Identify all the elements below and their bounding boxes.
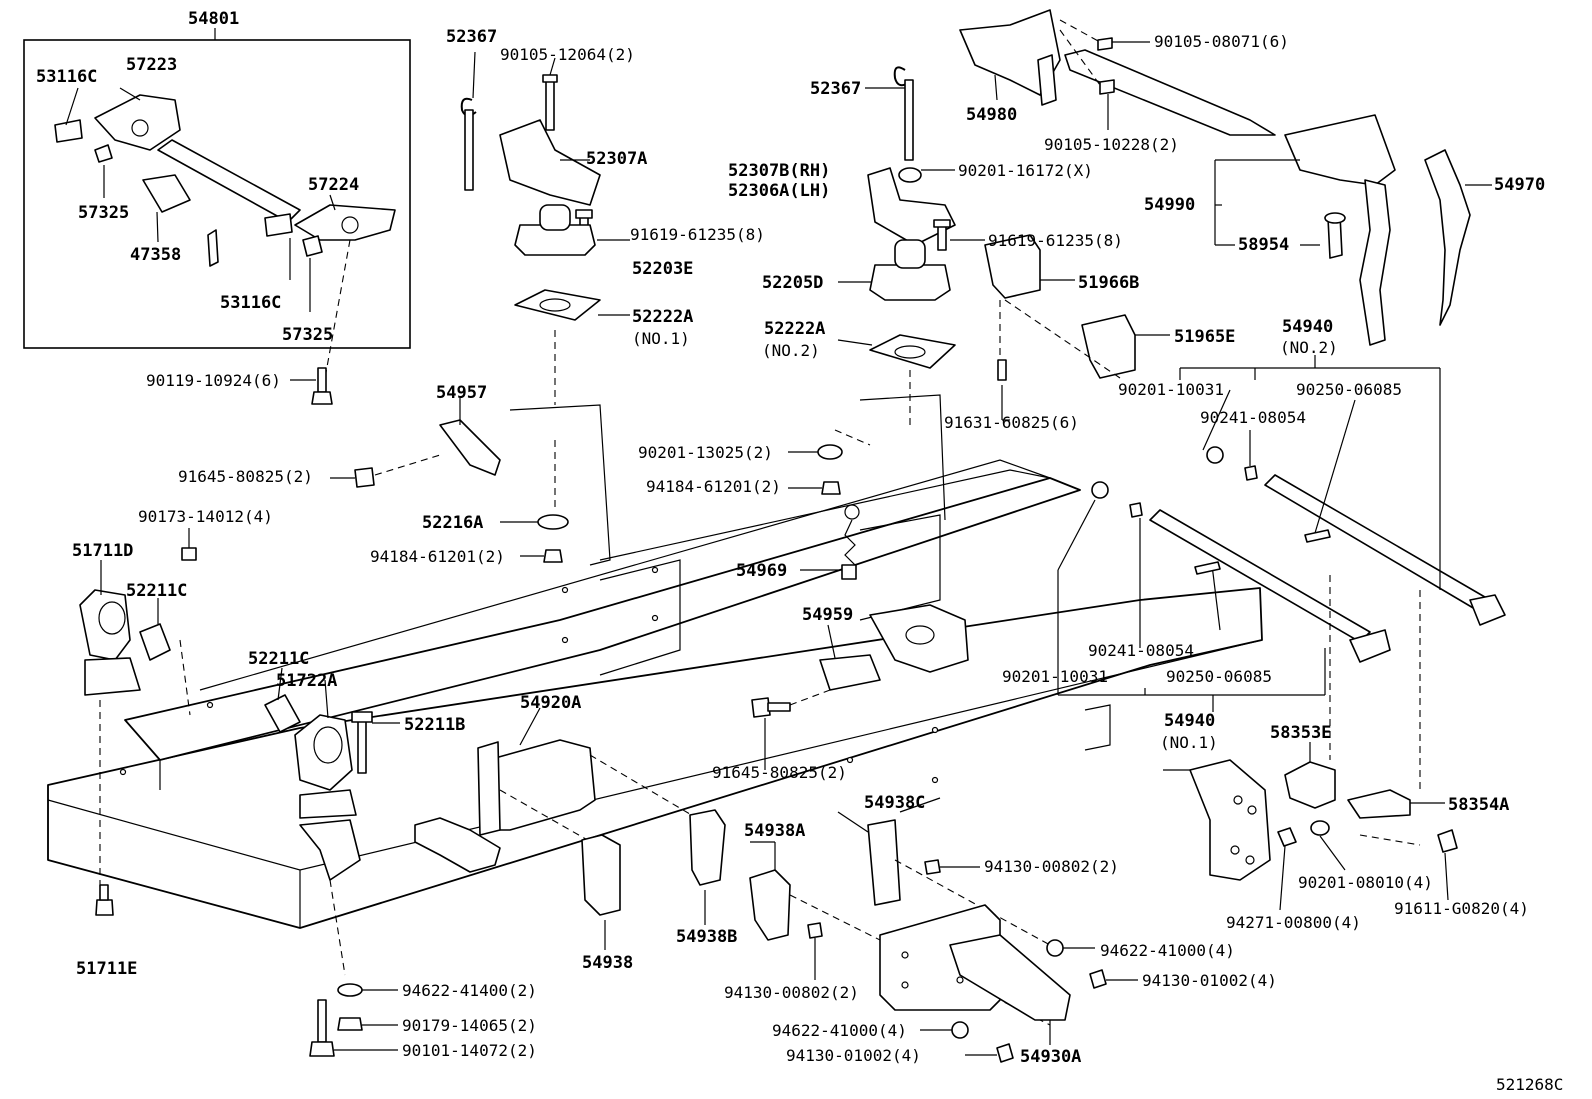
label-90201-13025: 90201-13025(2) [638, 443, 773, 462]
label-94622-41400: 94622-41400(2) [402, 981, 537, 1000]
brackets-54980-54990 [959, 9, 1492, 346]
mount-stack-right [788, 66, 985, 495]
label-52222A-a-sub: (NO.1) [632, 329, 690, 348]
brackets-5196x [984, 234, 1170, 421]
label-54970: 54970 [1494, 175, 1545, 195]
plate-54930A [879, 904, 1138, 1063]
label-90105-10228: 90105-10228(2) [1044, 135, 1179, 154]
label-52367-b: 52367 [810, 79, 861, 99]
label-52216A: 52216A [422, 513, 483, 533]
label-52222A-b-sub: (NO.2) [762, 341, 820, 360]
label-91631: 91631-60825(6) [944, 413, 1079, 432]
bolt-stack-front [95, 884, 398, 1057]
label-51711E: 51711E [76, 959, 137, 979]
brackets-54938 [581, 797, 1051, 1026]
label-54801: 54801 [188, 9, 239, 29]
label-57223: 57223 [126, 55, 177, 75]
label-47358: 47358 [130, 245, 181, 265]
label-54980: 54980 [966, 105, 1017, 125]
label-52203E: 52203E [632, 259, 693, 279]
label-52307A: 52307A [586, 149, 647, 169]
label-51966B: 51966B [1078, 273, 1139, 293]
label-94622-41000-b: 94622-41000(4) [772, 1021, 907, 1040]
label-90250-06085-b: 90250-06085 [1166, 667, 1272, 686]
label-54990: 54990 [1144, 195, 1195, 215]
label-90105-12064: 90105-12064(2) [500, 45, 635, 64]
hanger-54940-no1 [1163, 759, 1271, 881]
label-90201-16172: 90201-16172(X) [958, 161, 1093, 180]
label-54938A: 54938A [744, 821, 805, 841]
label-521268C: 521268C [1496, 1075, 1563, 1094]
label-57224: 57224 [308, 175, 359, 195]
label-94271: 94271-00800(4) [1226, 913, 1361, 932]
label-94184-b: 94184-61201(2) [646, 477, 781, 496]
label-94622-41000-a: 94622-41000(4) [1100, 941, 1235, 960]
bars-54940 [1057, 355, 1506, 790]
mount-51711D [79, 528, 197, 900]
label-52306A: 52306A(LH) [728, 181, 830, 201]
label-90119: 90119-10924(6) [146, 371, 281, 390]
label-54938: 54938 [582, 953, 633, 973]
label-94130-01002-b: 94130-01002(4) [786, 1046, 921, 1065]
label-90201-10031-a: 90201-10031 [1118, 380, 1224, 399]
label-58954: 58954 [1238, 235, 1289, 255]
label-91645-b: 91645-80825(2) [712, 763, 847, 782]
label-52211C-a: 52211C [126, 581, 187, 601]
callout-labels: 54801 53116C 57223 57325 47358 57224 531… [36, 9, 1563, 1094]
label-52222A-a: 52222A [632, 307, 693, 327]
bracket-54959 [751, 504, 969, 770]
label-54969: 54969 [736, 561, 787, 581]
label-54957: 54957 [436, 383, 487, 403]
label-51965E: 51965E [1174, 327, 1235, 347]
label-51711D: 51711D [72, 541, 133, 561]
label-94130-00802-a: 94130-00802(2) [984, 857, 1119, 876]
label-90105-08071: 90105-08071(6) [1154, 32, 1289, 51]
mount-51722A [264, 667, 400, 976]
label-94130-00802-b: 94130-00802(2) [724, 983, 859, 1002]
label-51722A: 51722A [276, 671, 337, 691]
label-58354A: 58354A [1448, 795, 1509, 815]
assembly-54801 [23, 28, 411, 379]
label-54940-bot-sub: (NO.1) [1160, 733, 1218, 752]
label-57325-b: 57325 [282, 325, 333, 345]
label-53116C-b: 53116C [220, 293, 281, 313]
label-52222A-b: 52222A [764, 319, 825, 339]
label-57325-a: 57325 [78, 203, 129, 223]
plate-54920A [414, 707, 701, 873]
label-58353E: 58353E [1270, 723, 1331, 743]
label-54930A: 54930A [1020, 1047, 1081, 1067]
label-90250-06085-a: 90250-06085 [1296, 380, 1402, 399]
label-52205D: 52205D [762, 273, 823, 293]
label-90101: 90101-14072(2) [402, 1041, 537, 1060]
label-54940-bot: 54940 [1164, 711, 1215, 731]
label-90201-08010: 90201-08010(4) [1298, 873, 1433, 892]
label-91611: 91611-G0820(4) [1394, 899, 1529, 918]
label-90201-10031-b: 90201-10031 [1002, 667, 1108, 686]
label-91619-b: 91619-61235(8) [988, 231, 1123, 250]
label-94184-a: 94184-61201(2) [370, 547, 505, 566]
label-54940-top-sub: (NO.2) [1280, 338, 1338, 357]
label-91645-a: 91645-80825(2) [178, 467, 313, 486]
label-54938C: 54938C [864, 793, 925, 813]
mount-stack-left [330, 51, 630, 563]
label-54920A: 54920A [520, 693, 581, 713]
label-52211C-b: 52211C [248, 649, 309, 669]
bolt-90119-icon [290, 367, 333, 405]
label-54938B: 54938B [676, 927, 737, 947]
label-52367-a: 52367 [446, 27, 497, 47]
label-90241-08054-a: 90241-08054 [1200, 408, 1306, 427]
brackets-5835x [1277, 742, 1458, 911]
label-54959: 54959 [802, 605, 853, 625]
label-90241-08054-b: 90241-08054 [1088, 641, 1194, 660]
label-52307B: 52307B(RH) [728, 161, 830, 181]
label-90173: 90173-14012(4) [138, 507, 273, 526]
label-54940-top: 54940 [1282, 317, 1333, 337]
label-94130-01002-a: 94130-01002(4) [1142, 971, 1277, 990]
label-53116C-a: 53116C [36, 67, 97, 87]
label-52211B: 52211B [404, 715, 465, 735]
label-91619-a: 91619-61235(8) [630, 225, 765, 244]
label-90179: 90179-14065(2) [402, 1016, 537, 1035]
